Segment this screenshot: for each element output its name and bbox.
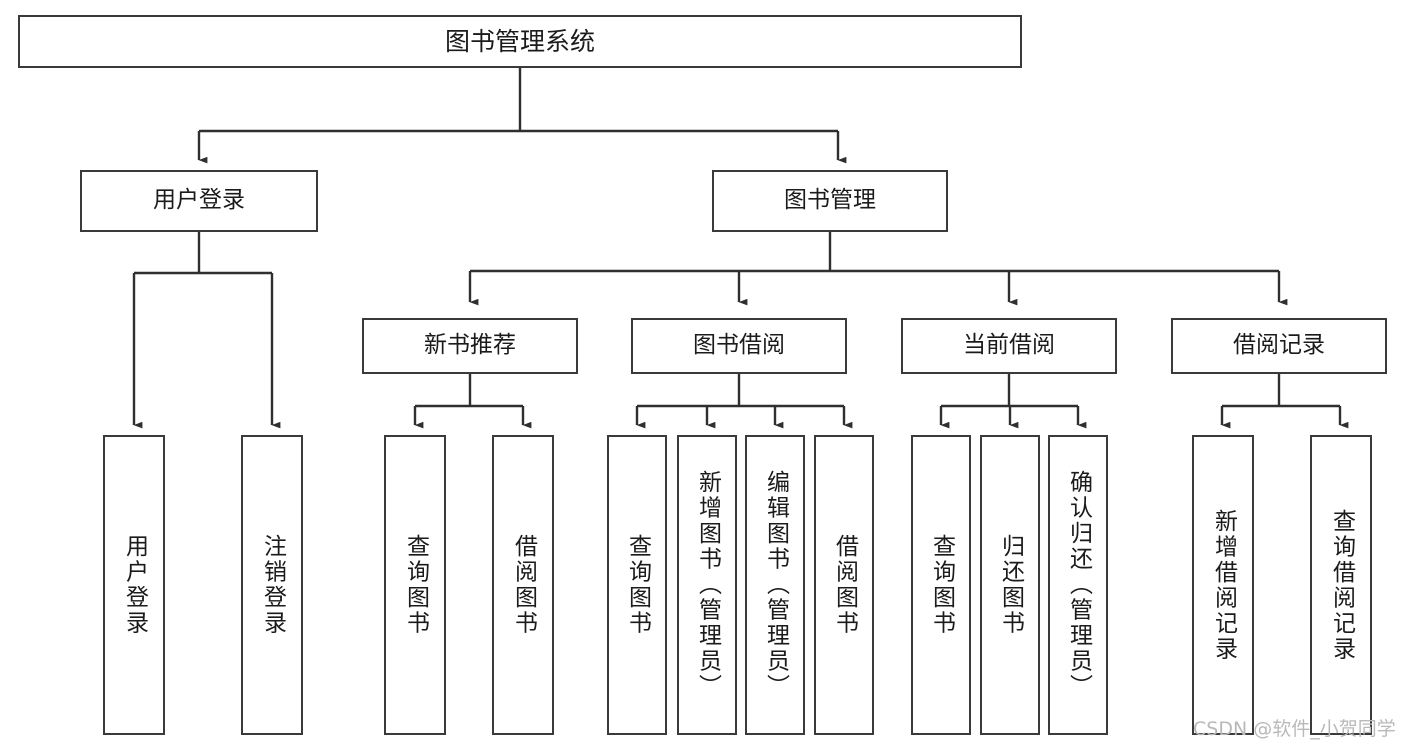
node-borrow-record[interactable]: 借阅记录 xyxy=(1171,318,1387,374)
node-current-borrow[interactable]: 当前借阅 xyxy=(901,318,1117,374)
node-leaf-user-login-label: 用户登录 xyxy=(121,534,148,636)
node-user-login[interactable]: 用户登录 xyxy=(80,170,318,232)
node-leaf-borrow-book-recommend-label: 借阅图书 xyxy=(510,534,537,636)
node-leaf-return-book[interactable]: 归还图书 xyxy=(980,435,1040,735)
node-leaf-logout-label: 注销登录 xyxy=(259,534,286,636)
node-leaf-edit-book-admin-label: 编辑图书（管理员） xyxy=(762,470,789,700)
node-leaf-borrow-book-label: 借阅图书 xyxy=(831,534,858,636)
node-leaf-query-book-recommend-label: 查询图书 xyxy=(402,534,429,636)
node-leaf-add-borrow-record[interactable]: 新增借阅记录 xyxy=(1192,435,1254,735)
node-leaf-add-book-admin[interactable]: 新增图书（管理员） xyxy=(677,435,737,735)
node-book-management-label: 图书管理 xyxy=(784,187,876,214)
node-leaf-query-book-borrow[interactable]: 查询图书 xyxy=(607,435,667,735)
node-leaf-confirm-return-admin-label: 确认归还（管理员） xyxy=(1065,470,1092,700)
node-leaf-edit-book-admin[interactable]: 编辑图书（管理员） xyxy=(745,435,805,735)
node-borrow-record-label: 借阅记录 xyxy=(1233,332,1325,359)
node-leaf-query-borrow-record[interactable]: 查询借阅记录 xyxy=(1310,435,1372,735)
node-leaf-add-borrow-record-label: 新增借阅记录 xyxy=(1210,508,1237,662)
node-book-management[interactable]: 图书管理 xyxy=(712,170,948,232)
node-leaf-logout[interactable]: 注销登录 xyxy=(241,435,303,735)
node-root-book-management-system[interactable]: 图书管理系统 xyxy=(18,15,1022,68)
node-new-book-recommend[interactable]: 新书推荐 xyxy=(362,318,578,374)
node-new-book-recommend-label: 新书推荐 xyxy=(424,332,516,359)
node-leaf-query-book-recommend[interactable]: 查询图书 xyxy=(384,435,446,735)
node-current-borrow-label: 当前借阅 xyxy=(963,332,1055,359)
node-root-label: 图书管理系统 xyxy=(444,26,595,56)
node-leaf-add-book-admin-label: 新增图书（管理员） xyxy=(694,470,721,700)
node-leaf-query-book-borrow-label: 查询图书 xyxy=(624,534,651,636)
node-leaf-user-login[interactable]: 用户登录 xyxy=(103,435,165,735)
node-leaf-borrow-book-recommend[interactable]: 借阅图书 xyxy=(492,435,554,735)
node-leaf-borrow-book[interactable]: 借阅图书 xyxy=(814,435,874,735)
node-leaf-query-book-current-label: 查询图书 xyxy=(928,534,955,636)
node-user-login-label: 用户登录 xyxy=(153,187,245,214)
node-book-borrow[interactable]: 图书借阅 xyxy=(631,318,847,374)
node-leaf-return-book-label: 归还图书 xyxy=(997,534,1024,636)
node-leaf-query-borrow-record-label: 查询借阅记录 xyxy=(1328,508,1355,662)
node-book-borrow-label: 图书借阅 xyxy=(693,332,785,359)
node-leaf-query-book-current[interactable]: 查询图书 xyxy=(911,435,971,735)
node-leaf-confirm-return-admin[interactable]: 确认归还（管理员） xyxy=(1048,435,1108,735)
